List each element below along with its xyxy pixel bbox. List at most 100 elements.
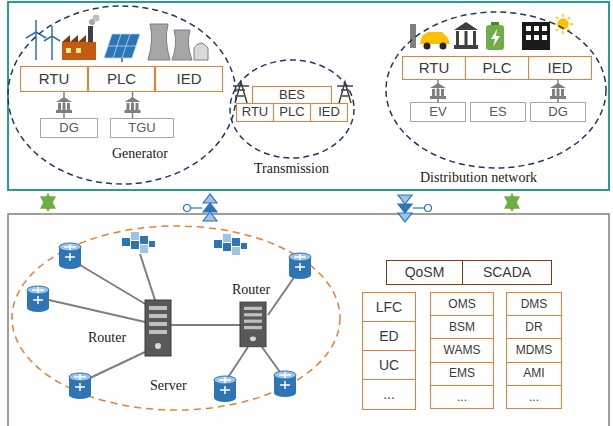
battery-icon: [486, 25, 504, 50]
substation-icon: [67, 103, 70, 110]
network-link: [140, 254, 155, 300]
substation-icon: [441, 89, 444, 96]
green-link-arrow: [48, 196, 512, 209]
box-label: LFC: [376, 300, 402, 315]
router-icon: [27, 243, 311, 402]
device-box: DG: [40, 118, 98, 138]
factory-icon: [62, 35, 86, 42]
component-box: MDMS: [506, 338, 562, 363]
box-label: DR: [525, 321, 542, 334]
box-label: RTU: [242, 105, 268, 119]
component-box: RTU: [402, 56, 466, 80]
network-cloud-icon: [122, 232, 155, 253]
box-label: BSM: [449, 321, 475, 334]
router-icon: [69, 373, 91, 399]
device-link: [550, 80, 566, 102]
factory-icon: [62, 15, 100, 61]
network-region: [12, 226, 340, 410]
green-link-arrow: [510, 196, 514, 209]
sun-icon: [553, 14, 573, 34]
uplink-symbol: [203, 203, 217, 212]
uplink-symbol: [190, 207, 202, 208]
utility-building-icon: [465, 31, 468, 45]
downlink-symbol: [398, 195, 412, 204]
substation-icon: [552, 89, 555, 96]
substation-icon: [430, 83, 446, 88]
substation-icon: [561, 89, 564, 96]
ev-charging-icon: [420, 32, 450, 44]
box-label: EV: [429, 105, 446, 119]
component-box: ED: [362, 321, 416, 352]
building-icon: [542, 26, 547, 31]
network-label: Router: [88, 330, 126, 346]
solar-panel-icon: [104, 34, 140, 58]
solar-panel-icon: [121, 58, 123, 62]
substation-icon: [127, 103, 130, 110]
component-box: RTU: [236, 103, 274, 122]
component-box: PLC: [465, 56, 529, 80]
device-box: TGU: [110, 118, 174, 138]
building-icon: [534, 35, 539, 40]
region-outline: [8, 6, 236, 184]
device-link: [132, 92, 134, 118]
domain-region: BESRTUPLCIEDTransmission: [230, 60, 354, 158]
router-icon: [59, 243, 81, 269]
downlink-symbol: [398, 213, 412, 222]
green-link-arrow: [46, 196, 50, 209]
factory-icon: [76, 48, 81, 53]
solar-panel-icon: [104, 34, 140, 62]
box-label: BES: [279, 88, 305, 102]
substation-icon: [56, 97, 72, 102]
substation-icon: [430, 96, 446, 99]
cyber-physical-panel: [8, 2, 609, 190]
service-box: QoSM: [386, 260, 463, 285]
component-box: BES: [252, 86, 332, 104]
uplink-symbol: [184, 194, 218, 221]
box-label: ED: [379, 329, 398, 344]
uplink-symbol: [203, 212, 217, 221]
network-label: Router: [232, 282, 270, 298]
ev-charging-icon: [440, 43, 447, 50]
network-link: [268, 276, 295, 315]
building-icon: [526, 35, 531, 40]
device-link: [430, 80, 446, 102]
network-link: [80, 265, 147, 305]
substation-icon: [550, 83, 566, 88]
box-label: PLC: [279, 105, 304, 119]
component-box: DMS: [506, 292, 562, 317]
server-icon: [240, 302, 266, 347]
component-box: LFC: [362, 292, 416, 323]
factory-icon: [88, 26, 93, 42]
box-label: IED: [318, 105, 340, 119]
component-box: ...: [430, 385, 494, 410]
box-label: EMS: [449, 367, 475, 380]
battery-icon: [486, 22, 504, 50]
region-label: Generator: [112, 146, 168, 162]
substation-icon: [437, 89, 440, 96]
device-link: [63, 92, 65, 118]
substation-icon: [136, 103, 139, 110]
network-label: Server: [150, 378, 187, 394]
box-label: PLC: [107, 71, 136, 88]
battery-icon: [491, 29, 500, 47]
downlink-symbol: [398, 204, 412, 213]
network-link: [49, 254, 295, 382]
box-label: IED: [547, 60, 572, 77]
server-icon: [145, 300, 266, 356]
box-label: WAMS: [444, 344, 481, 357]
router-icon: [27, 286, 49, 312]
component-box: PLC: [273, 103, 311, 122]
substation-icon: [432, 89, 435, 96]
box-label: DG: [59, 121, 79, 135]
component-box: WAMS: [430, 338, 494, 363]
substation-icon: [56, 110, 72, 113]
factory-icon: [66, 48, 71, 53]
factory-icon: [93, 15, 100, 22]
domain-region: RTUPLCIEDDGTGUGenerator: [8, 6, 236, 184]
factory-icon: [62, 42, 96, 60]
network-cloud-icon: [214, 234, 247, 255]
component-box: DR: [506, 315, 562, 340]
box-label: PLC: [482, 60, 511, 77]
component-box: RTU: [20, 66, 88, 92]
